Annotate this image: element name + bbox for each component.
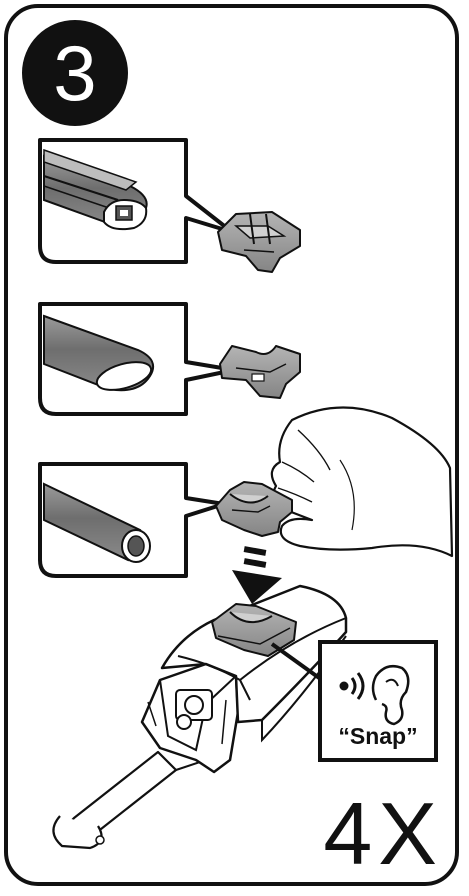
snap-label: “Snap” bbox=[338, 723, 417, 749]
panel-t-slot-bar bbox=[40, 140, 300, 272]
panel-aero-bar bbox=[40, 304, 300, 414]
snap-callout: “Snap” bbox=[320, 642, 436, 760]
step-number-badge: 3 bbox=[22, 20, 128, 126]
aero-adapter-part bbox=[220, 346, 300, 398]
roof-rack-foot-illustration bbox=[53, 586, 346, 848]
t-slot-adapter-part bbox=[218, 212, 300, 272]
panel-round-bar bbox=[40, 464, 224, 576]
quantity-label: 4X bbox=[323, 786, 443, 882]
hand-illustration bbox=[272, 407, 452, 556]
